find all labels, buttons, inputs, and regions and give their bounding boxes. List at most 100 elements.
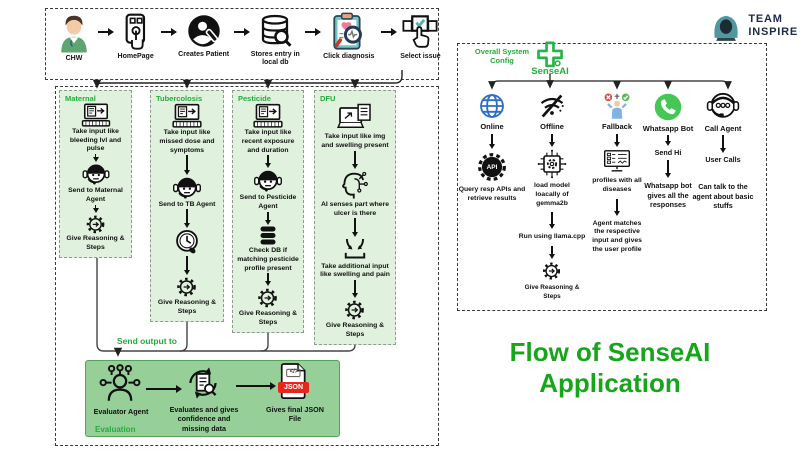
branch-step: Run using llama.cpp: [518, 233, 586, 241]
flow-arrow: [161, 28, 178, 36]
create-patient-icon: [187, 15, 220, 47]
chip-icon: [537, 149, 567, 179]
input-form-icon: [253, 103, 283, 128]
pipeline-title: Maternal: [65, 94, 96, 103]
branch-label: Whatsapp Bot: [642, 124, 694, 133]
eval-arrow: [146, 385, 182, 393]
down-arrow: [182, 209, 192, 228]
down-arrow: [263, 155, 273, 168]
step-label: Stores entry in local db: [250, 51, 300, 67]
ai-head-icon: [342, 171, 368, 199]
down-arrow: [91, 204, 101, 213]
step-text: Send to Maternal Agent: [68, 186, 123, 203]
reasoning-gear-icon: [543, 262, 561, 280]
down-arrow: [612, 134, 622, 147]
branch-step: Agent matches the respective input and g…: [592, 219, 642, 254]
step-text: Send to TB Agent: [158, 200, 216, 208]
system-config-box: [457, 43, 767, 311]
branch-label: Online: [480, 122, 504, 131]
evaluates-label: Evaluates and gives confidence and missi…: [169, 405, 239, 433]
laptop-doc-icon: [337, 103, 371, 128]
down-arrow: [350, 150, 360, 169]
step-stores-entry: Stores entry in local db: [250, 12, 301, 74]
step-text: AI senses part where ulcer is there: [321, 200, 389, 217]
step-text: Take input like img and swelling present: [321, 133, 389, 149]
step-text: Give Reasoning & Steps: [66, 235, 125, 252]
down-arrow: [663, 160, 673, 178]
merge-input-icon: [344, 238, 366, 259]
down-arrow: [182, 155, 192, 174]
step-label: Creates Patient: [178, 51, 230, 58]
team-inspire-logo: TEAM INSPIRE: [709, 10, 798, 42]
step-text: Take input like bleeding lvl and pulse: [69, 127, 122, 153]
hacker-icon: [714, 15, 739, 41]
branch-step: Send Hi: [654, 148, 682, 157]
branch-step: load model loacally of gemma2b: [534, 182, 570, 207]
step-text: Take input like recent exposure and dura…: [241, 129, 295, 154]
branch-offline: Offline load model loacally of gemma2b R…: [517, 92, 587, 301]
database-search-icon: [262, 14, 292, 47]
down-arrow: [350, 280, 360, 298]
pipeline-pesticide: Pesticide Take input like recent exposur…: [232, 90, 304, 333]
robot-agent-icon: [173, 177, 201, 198]
pipeline-title: Pesticide: [238, 94, 271, 103]
down-arrow: [663, 135, 673, 146]
pipelines-box: [55, 86, 439, 446]
api-text: API: [486, 163, 498, 171]
branch-online: Online API Query resp APIs and retrieve …: [457, 92, 527, 204]
json-file-icon: </> JSON: [276, 362, 312, 402]
step-text: Give Reasoning & Steps: [157, 299, 217, 316]
reasoning-gear-icon: [258, 289, 277, 308]
step-select-issue: Select issue: [397, 12, 444, 74]
step-label: HomePage: [117, 53, 154, 60]
eval-arrow: [236, 382, 276, 390]
down-arrow: [487, 134, 497, 149]
down-arrow: [547, 212, 557, 229]
branch-call-agent: Call Agent User Calls Can talk to the ag…: [686, 90, 760, 210]
top-flow: CHW HomePage Creates Patient: [46, 11, 452, 75]
pipeline-maternal: Maternal Take input like bleeding lvl an…: [59, 90, 132, 258]
step-label: Select issue: [400, 53, 441, 60]
evaluator-agent-label: Evaluator Agent: [93, 407, 149, 416]
input-form-icon: [172, 103, 202, 128]
flow-arrow: [97, 28, 114, 36]
step-creates-patient: Creates Patient: [177, 12, 230, 74]
reasoning-gear-icon: [177, 278, 196, 297]
homepage-phone-icon: [125, 13, 145, 50]
flow-arrow: [304, 28, 321, 36]
reasoning-gear-icon: [345, 301, 364, 320]
robot-agent-icon: [254, 171, 282, 192]
logo-line1: TEAM: [748, 13, 783, 26]
evaluation-label: Evaluation: [95, 425, 136, 434]
evaluator-network-icon: [99, 364, 141, 401]
pipeline-title: Tubercolosis: [156, 94, 203, 103]
senseai-label: SenseAI: [531, 66, 569, 77]
branch-label: Fallback: [601, 122, 632, 131]
step-text: Check DB if matching pesticide profile p…: [237, 246, 299, 272]
select-issue-icon: [402, 15, 438, 48]
database-icon: [260, 226, 276, 245]
chw-avatar-icon: [61, 15, 87, 53]
step-homepage: HomePage: [114, 12, 158, 74]
pipeline-dfu: DFU Take input like img and swelling pre…: [314, 90, 396, 345]
json-badge: JSON: [278, 382, 309, 393]
step-chw: CHW: [54, 12, 94, 74]
branch-label: Call Agent: [704, 124, 742, 133]
down-arrow: [91, 154, 101, 162]
logo-line2: INSPIRE: [748, 26, 798, 38]
down-arrow: [263, 212, 273, 225]
step-text: Send to Pesticide Agent: [239, 194, 297, 211]
branch-step: profiles with all diseases: [592, 177, 642, 193]
step-text: Take additional input like swelling and …: [320, 262, 390, 279]
json-file-label: Gives final JSON File: [266, 405, 324, 424]
branch-label: Offline: [540, 122, 564, 131]
diagnosis-clipboard-icon: [333, 12, 362, 50]
flow-arrow: [233, 28, 250, 36]
down-arrow: [612, 198, 622, 216]
down-arrow: [547, 246, 557, 259]
clock-icon: [176, 230, 198, 254]
profiles-monitor-icon: [603, 150, 631, 172]
globe-icon: [480, 94, 504, 118]
send-output-label: Send output to: [117, 336, 177, 346]
